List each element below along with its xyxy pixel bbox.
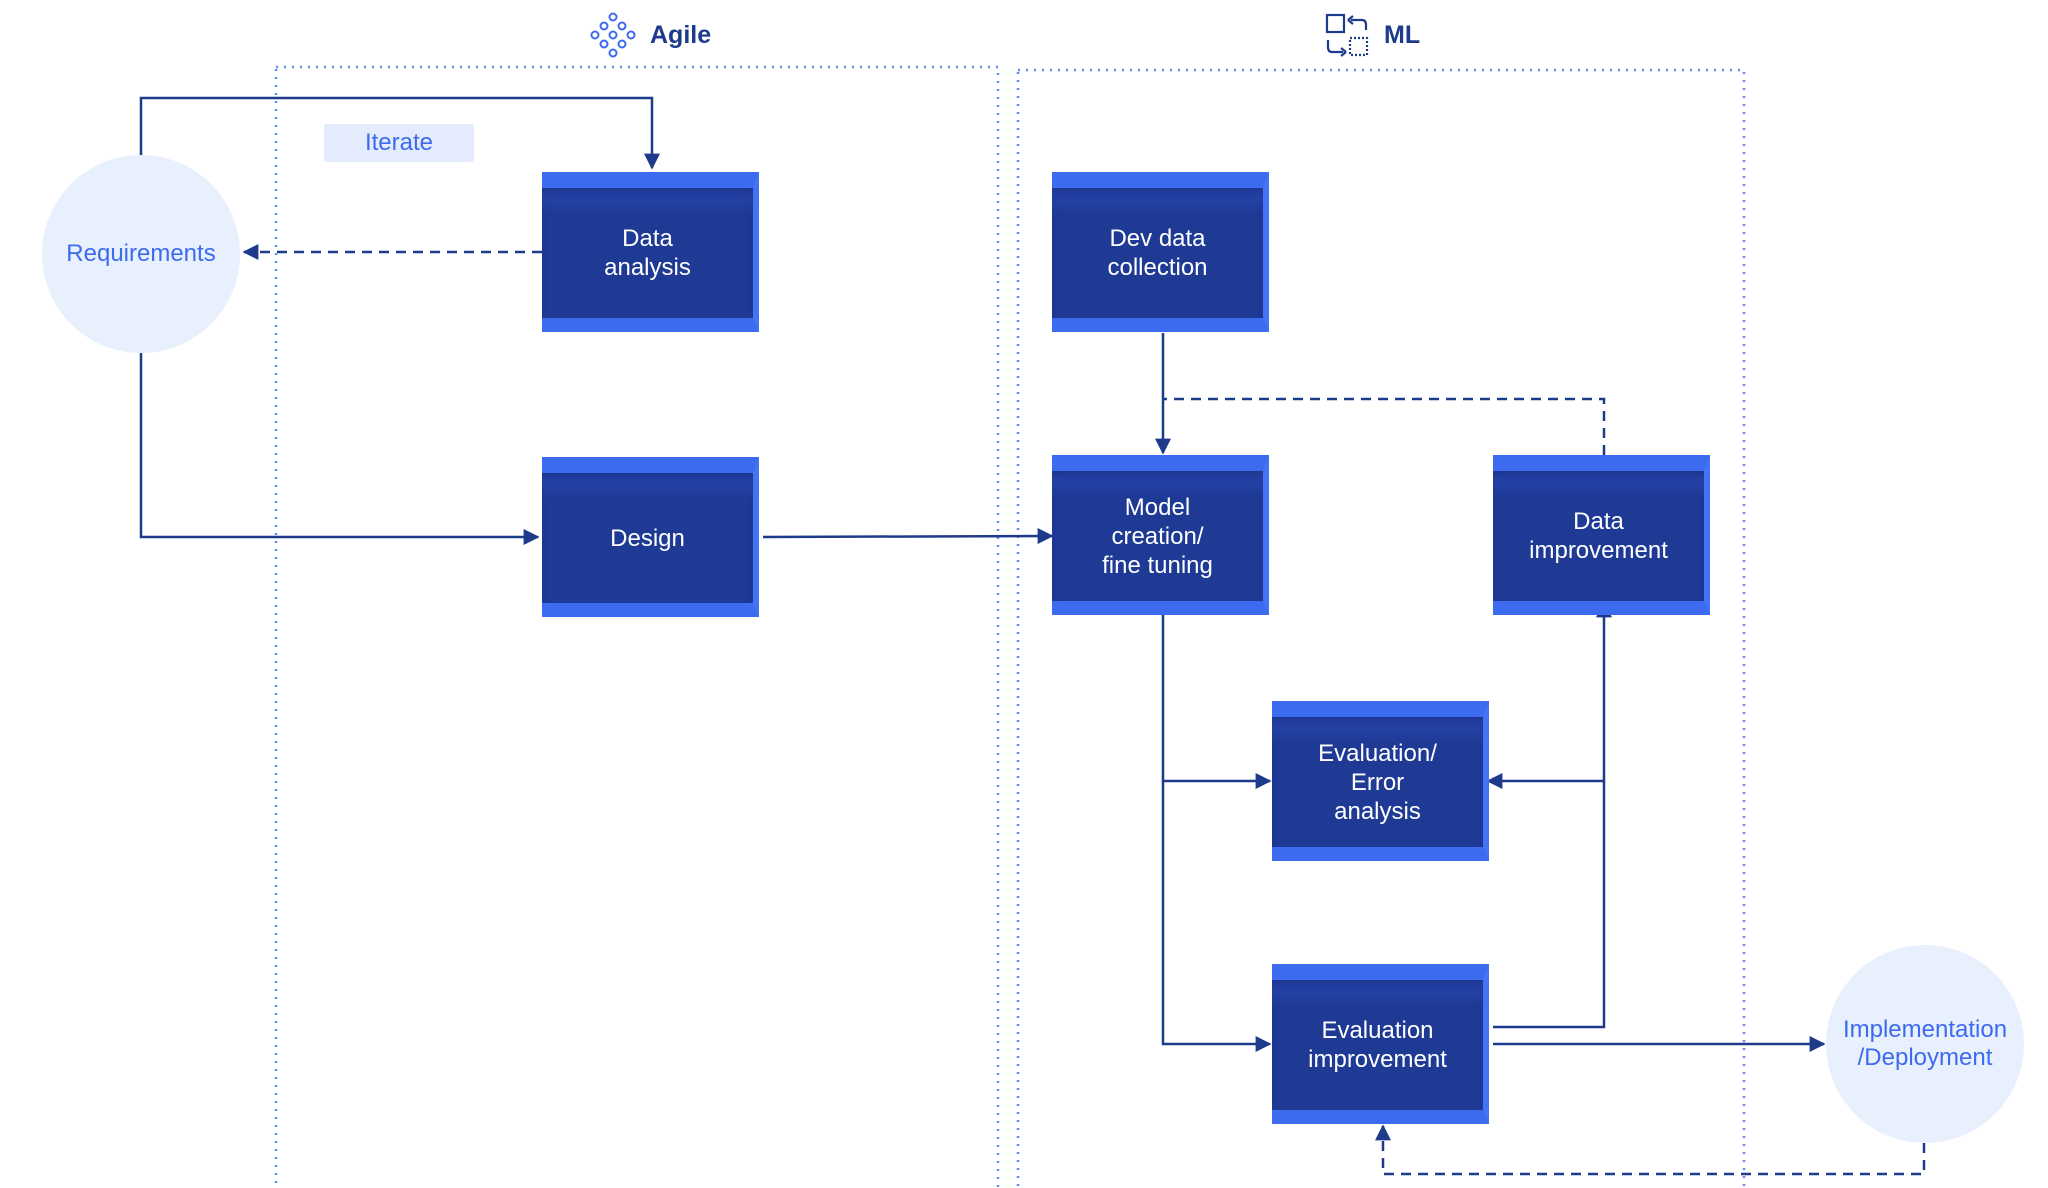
arrow-requirements-to-data-analysis: [139, 96, 660, 170]
ml-section-title: ML: [1324, 12, 1420, 58]
ml-label: ML: [1384, 20, 1421, 49]
data-analysis-node: Data analysis: [542, 172, 759, 332]
data-analysis-label: Data analysis: [604, 225, 691, 281]
arrow-model-to-evaluation-error: [1161, 603, 1272, 789]
arrow-implementation-to-evaluation-improvement: [1375, 1124, 1926, 1176]
arrow-requirements-to-design: [139, 352, 540, 545]
ml-frame: [1016, 68, 1746, 1188]
evaluation-improvement-node: Evaluation improvement: [1272, 964, 1489, 1124]
design-node: Design: [542, 457, 759, 617]
network-nodes-icon: [590, 12, 636, 58]
data-improvement-node: Data improvement: [1493, 455, 1710, 615]
arrow-data-improvement-to-model: [1163, 397, 1606, 455]
arrow-model-to-evaluation-improvement: [1161, 781, 1272, 1052]
data-improvement-label: Data improvement: [1529, 508, 1668, 564]
implementation-node: Implementation /Deployment: [1826, 945, 2024, 1143]
arrow-design-to-model: [762, 528, 1054, 545]
iterate-tag: Iterate: [324, 124, 474, 162]
evaluation-error-node: Evaluation/ Error analysis: [1272, 701, 1489, 861]
agile-section-title: Agile: [590, 12, 711, 58]
dev-data-collection-label: Dev data collection: [1107, 225, 1208, 281]
implementation-label: Implementation /Deployment: [1842, 1016, 2008, 1071]
requirements-node: Requirements: [42, 155, 240, 353]
model-creation-label: Model creation/ fine tuning: [1102, 493, 1213, 579]
requirements-label: Requirements: [66, 240, 216, 267]
shapes-cycle-icon: [1325, 13, 1369, 57]
dev-data-collection-node: Dev data collection: [1052, 172, 1269, 332]
model-creation-node: Model creation/ fine tuning: [1052, 455, 1269, 615]
evaluation-improvement-label: Evaluation improvement: [1308, 1017, 1447, 1073]
arrow-evaluation-improvement-to-data-improvement: [1493, 601, 1612, 1029]
agile-frame: [274, 65, 1000, 1188]
agile-label: Agile: [650, 20, 712, 49]
evaluation-error-label: Evaluation/ Error analysis: [1318, 739, 1437, 825]
design-label: Design: [610, 524, 685, 552]
